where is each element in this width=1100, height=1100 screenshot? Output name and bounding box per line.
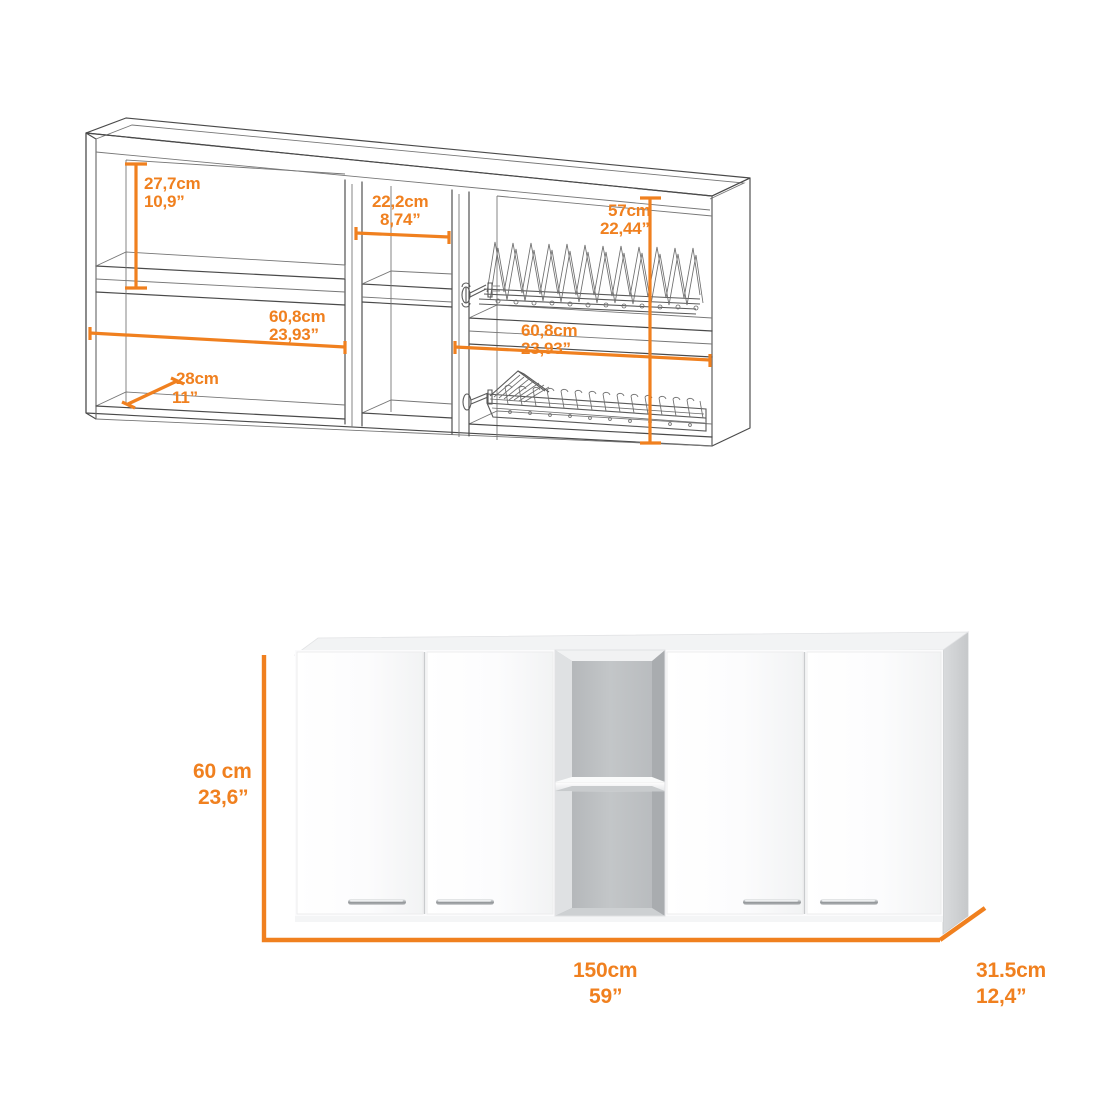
center-column-shelf [361,186,453,419]
door-1-handle-highlight [350,900,403,902]
niche-shelf-top [555,777,665,782]
door-4-handle-highlight [822,900,875,902]
door-4[interactable] [806,651,942,915]
door-4-handle[interactable] [820,899,878,905]
door-1-handle[interactable] [348,899,406,905]
right-section-frame [468,195,713,440]
niche-outline [554,649,666,917]
dimension-right-section-width [453,341,712,367]
dim-left-upper-cm: 27,7cm [144,174,201,193]
door-seams [423,652,806,914]
door-2-handle[interactable] [436,899,494,905]
door-1[interactable] [296,651,424,915]
plate-rack-upper [461,241,704,315]
door-3-handle[interactable] [743,899,801,905]
door-2[interactable] [426,651,554,915]
dim-left-upper-inch: 10,9” [144,192,185,211]
door-2-handle-highlight [438,900,491,902]
cabinet-outer-shell [85,117,751,447]
center-open-niche [554,649,666,917]
dim-left-section-inch: 23,93” [269,325,319,344]
dimension-interior-depth [121,376,185,410]
niche-shelf-underside [555,786,665,791]
dimension-center-width [354,227,451,244]
niche-bottom-panel [555,908,665,916]
dim-right-rack-inch: 22,44” [600,219,650,238]
dim-width-cm: 150cm [573,959,637,982]
dimension-left-section-width [88,327,347,354]
niche-top-panel [555,650,665,661]
cabinet-right-side-panel [942,631,969,935]
cabinet-bottom-edge [295,916,943,922]
dim-center-width-cm: 22,2cm [372,192,429,211]
door-3[interactable] [666,651,804,915]
dimension-left-upper-height [125,162,147,290]
left-section-shelves [95,159,346,420]
drainer-rack-lower [462,370,707,432]
dim-right-section-cm: 60,8cm [521,321,578,340]
dim-right-section-inch: 23,93” [521,339,571,358]
dim-right-rack-cm: 57cm [608,201,651,220]
dim-height-cm: 60 cm [193,760,252,783]
dimension-height-width-bracket [261,655,987,943]
dim-depth-inch: 12,4” [976,985,1026,1008]
dim-center-width-inch: 8,74” [380,210,421,229]
dim-depth-cm: 31.5cm [976,959,1046,982]
dim-depth-inch: 11” [172,388,198,407]
door-3-handle-highlight [745,900,798,902]
dim-left-section-cm: 60,8cm [269,307,326,326]
dim-height-inch: 23,6” [198,786,248,809]
dim-width-inch: 59” [589,985,622,1008]
dimension-right-rack-height [640,196,661,445]
dim-depth-cm: 28cm [176,369,219,388]
